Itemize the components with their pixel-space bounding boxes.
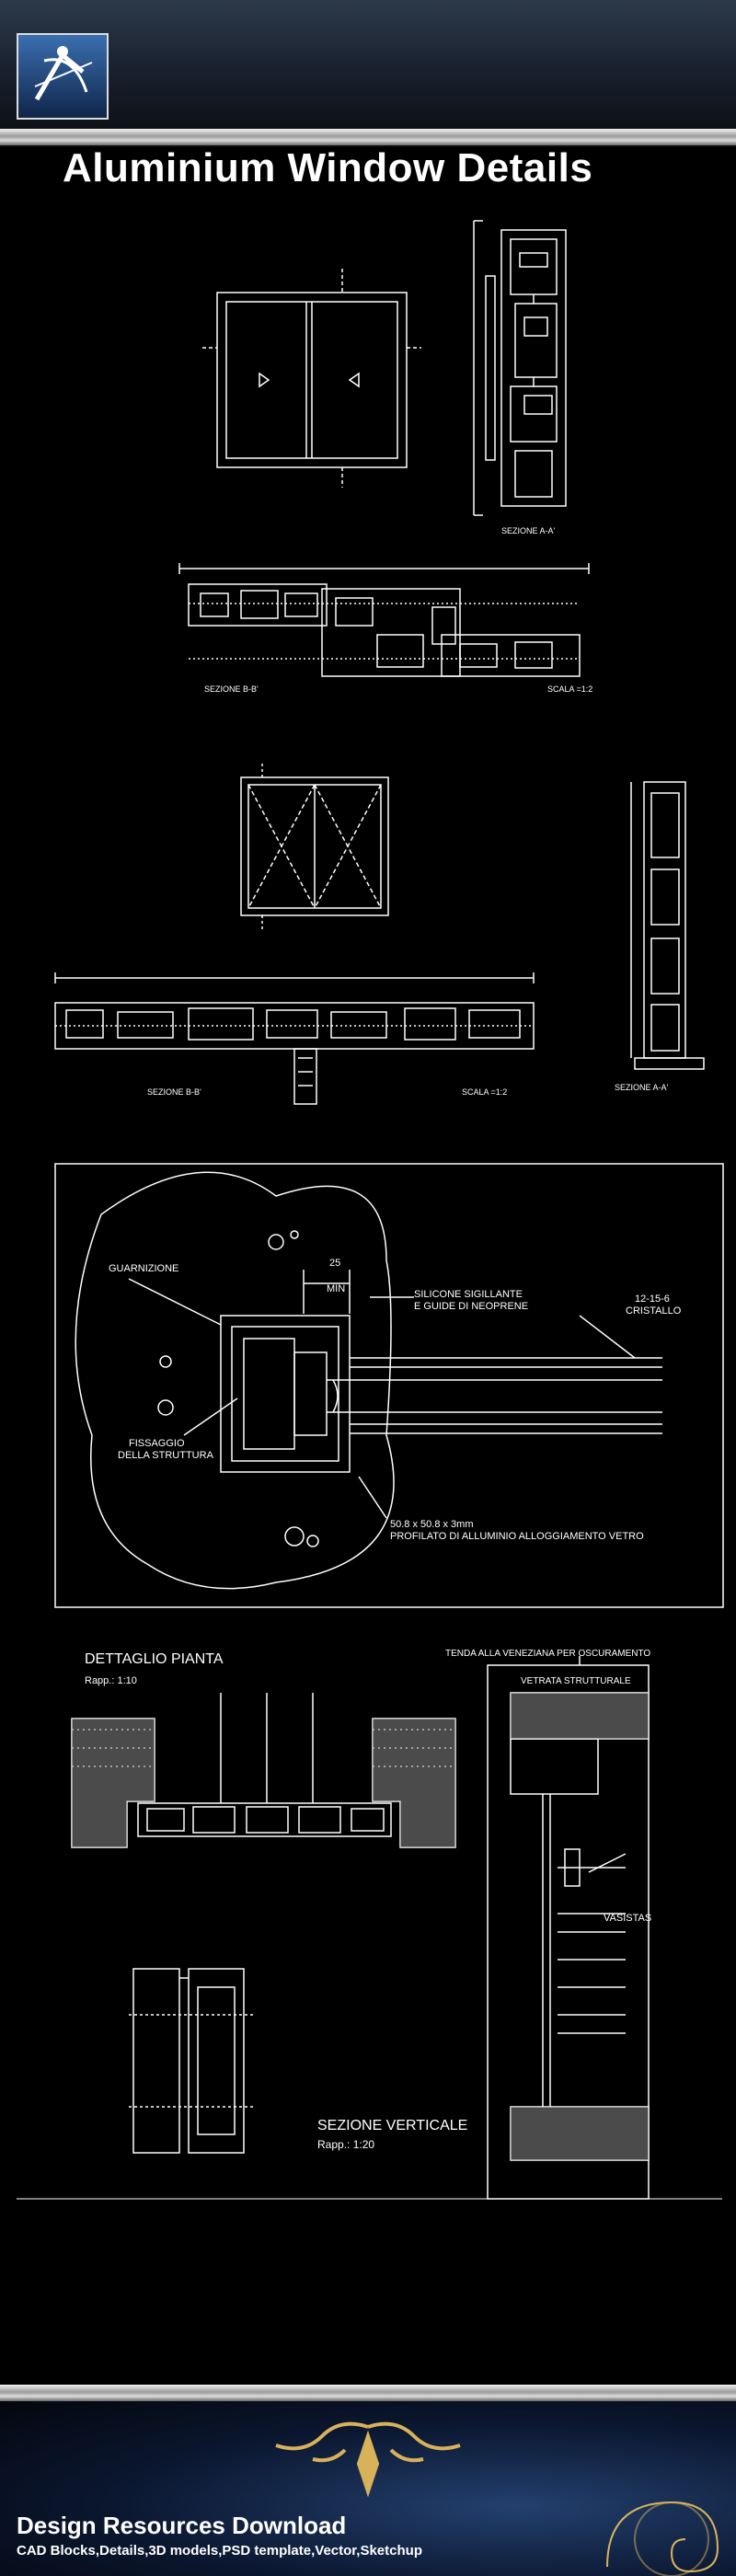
slab-hatch-top [511, 1693, 649, 1739]
archer-logo [17, 33, 109, 120]
plan-detail-title: DETTAGLIO PIANTA [85, 1651, 224, 1667]
label-glass-1: 12-15-6 [635, 1294, 670, 1305]
gold-ornament-icon [275, 2421, 461, 2498]
vertical-section-scale: Rapp.: 1:20 [317, 2138, 374, 2151]
section-bb-2 [54, 972, 535, 1105]
section-aa-1 [473, 220, 567, 516]
label-vasistas: VASISTAS [604, 1913, 651, 1924]
label-gasket: GUARNIZIONE [109, 1263, 178, 1274]
header-band [0, 0, 736, 147]
label-section-bb-2: SEZIONE B-B' [147, 1087, 201, 1097]
label-fixing-1: FISSAGGIO [129, 1438, 185, 1449]
label-section-bb-1: SEZIONE B-B' [204, 684, 259, 694]
small-vertical-section [129, 1968, 253, 2154]
label-dimension-value: 25 [329, 1258, 340, 1269]
label-fixing-2: DELLA STRUTTURA [118, 1450, 214, 1461]
glazing-detail-frame [54, 1163, 724, 1608]
label-silicone-1: SILICONE SIGILLANTE [414, 1289, 523, 1300]
label-scale-2: SCALA =1:2 [462, 1087, 507, 1097]
wall-hatch-right [373, 1719, 455, 1847]
label-profile-2: PROFILATO DI ALLUMINIO ALLOGGIAMENTO VET… [390, 1531, 644, 1542]
vertical-section-title: SEZIONE VERTICALE [317, 2118, 467, 2133]
label-profile-1: 50.8 x 50.8 x 3mm [390, 1519, 474, 1530]
glazing-profile [128, 1270, 662, 1519]
footer-silver-bar [0, 2385, 736, 2401]
window-elevation-2 [240, 764, 389, 931]
footer-title: Design Resources Download [17, 2512, 347, 2539]
label-section-aa-2: SEZIONE A-A' [615, 1083, 669, 1092]
footer-subtitle: CAD Blocks,Details,3D models,PSD templat… [17, 2543, 422, 2559]
header-silver-bar [0, 129, 736, 145]
section-bb-1 [178, 563, 590, 677]
label-scale-1: SCALA =1:2 [547, 684, 592, 694]
page-title: Aluminium Window Details [63, 145, 593, 190]
label-silicone-2: E GUIDE DI NEOPRENE [414, 1301, 528, 1312]
wall-hatch-left [72, 1719, 155, 1847]
label-dimension-unit: MIN [327, 1283, 345, 1294]
window-elevation-1 [202, 269, 421, 488]
label-venetian-blind: TENDA ALLA VENEZIANA PER OSCURAMENTO [445, 1649, 650, 1659]
plan-detail-scale: Rapp.: 1:10 [85, 1675, 137, 1686]
section-aa-2 [630, 781, 705, 1070]
label-section-aa-1: SEZIONE A-A' [501, 526, 556, 535]
golden-spiral-icon [606, 2501, 719, 2576]
slab-hatch-bottom [511, 2107, 649, 2160]
label-structural-glazing: VETRATA STRUTTURALE [521, 1676, 631, 1686]
label-glass-2: CRISTALLO [626, 1305, 682, 1317]
